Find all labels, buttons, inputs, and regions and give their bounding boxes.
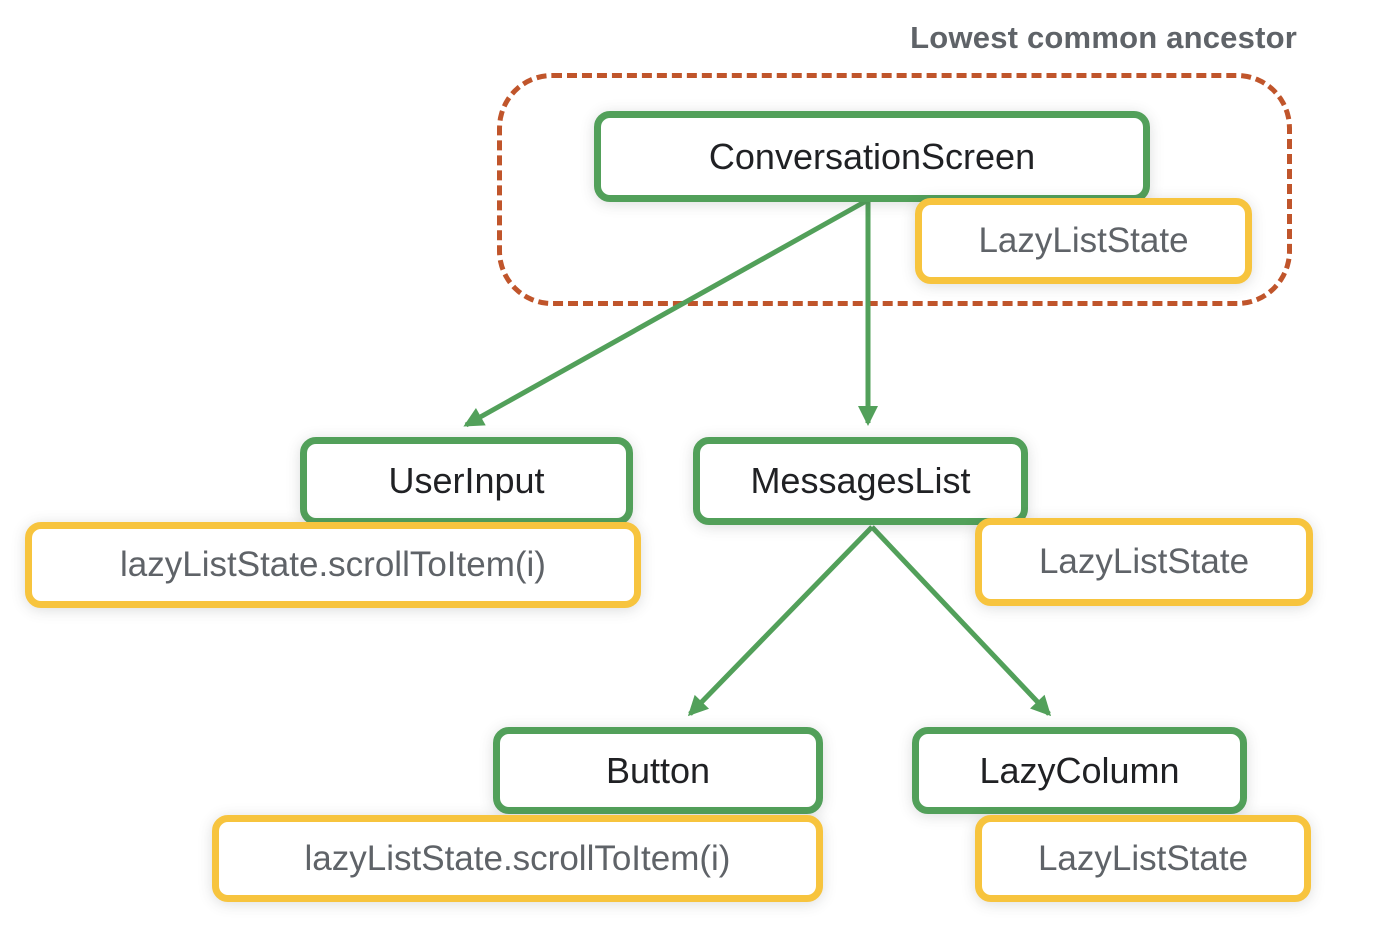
node-button-label: Button [605, 749, 711, 791]
state-badge-button: lazyListState.scrollToItem(i) [212, 815, 823, 902]
node-userinput: UserInput [300, 437, 633, 525]
edge-messageslist-to-button [687, 525, 874, 717]
state-badge-messageslist: LazyListState [975, 518, 1313, 606]
edge-messageslist-to-lazycolumn [870, 525, 1052, 717]
lowest-common-ancestor-boundary [497, 73, 1292, 306]
state-badge-button-label: lazyListState.scrollToItem(i) [304, 838, 731, 878]
state-badge-lazycolumn: LazyListState [975, 815, 1311, 902]
state-badge-userinput: lazyListState.scrollToItem(i) [25, 522, 641, 608]
state-badge-messageslist-label: LazyListState [1038, 542, 1250, 581]
lowest-common-ancestor-label: Lowest common ancestor [910, 20, 1297, 55]
node-conversationscreen: ConversationScreen [594, 111, 1150, 202]
node-conversationscreen-label: ConversationScreen [708, 135, 1036, 177]
state-badge-userinput-label: lazyListState.scrollToItem(i) [120, 545, 546, 584]
node-userinput-label: UserInput [388, 460, 545, 501]
edge-conversationscreen-to-userinput [463, 197, 870, 428]
state-badge-conversationscreen-label: LazyListState [978, 221, 1189, 260]
node-lazycolumn: LazyColumn [912, 727, 1247, 814]
node-button: Button [493, 727, 823, 814]
state-badge-lazycolumn-label: LazyListState [1037, 838, 1249, 878]
node-lazycolumn-label: LazyColumn [979, 749, 1180, 791]
node-messageslist: MessagesList [693, 437, 1028, 525]
node-messageslist-label: MessagesList [750, 460, 971, 501]
state-badge-conversationscreen: LazyListState [915, 198, 1252, 284]
